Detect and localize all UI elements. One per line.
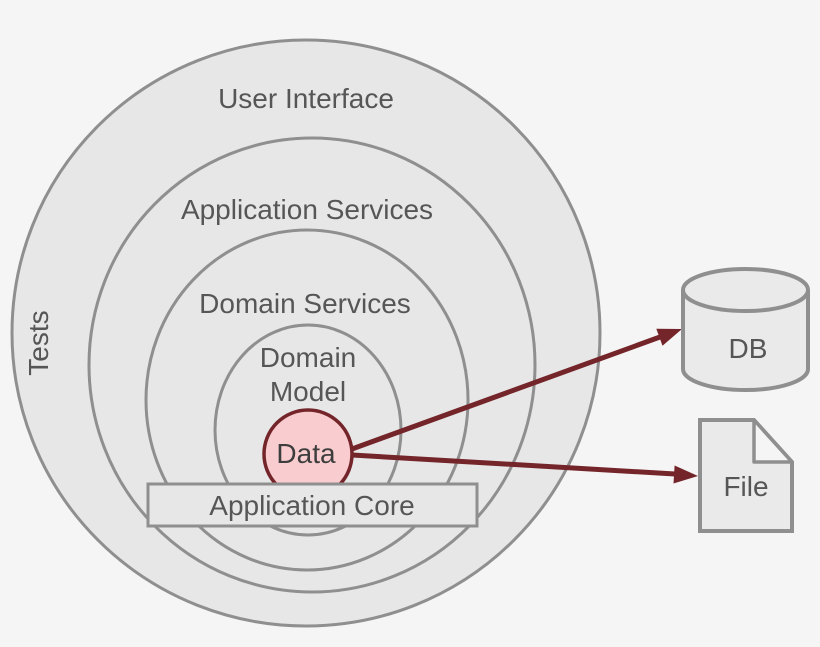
arrow-data-to-file bbox=[351, 452, 698, 484]
application-services-label: Application Services bbox=[181, 194, 433, 225]
arrow-data-to-db-line bbox=[351, 334, 661, 452]
domain-services-label: Domain Services bbox=[199, 288, 411, 319]
file-label: File bbox=[723, 471, 768, 502]
arrow-data-to-db-head bbox=[656, 328, 682, 346]
db-label: DB bbox=[729, 333, 768, 364]
arrow-data-to-db bbox=[351, 328, 682, 452]
tests-label: Tests bbox=[23, 310, 54, 375]
database-cylinder-icon: DB bbox=[681, 267, 810, 392]
application-core-box bbox=[146, 482, 479, 528]
arrow-data-to-file-head bbox=[673, 465, 698, 484]
database-cylinder-top bbox=[681, 267, 810, 313]
user-interface-label: User Interface bbox=[218, 83, 394, 114]
database-cylinder-body bbox=[681, 290, 810, 392]
domain-model-label-line2: Model bbox=[270, 376, 346, 407]
domain-model-label-line1: Domain bbox=[260, 342, 356, 373]
arrow-data-to-file-line bbox=[351, 452, 676, 477]
application-core-label: Application Core bbox=[209, 490, 414, 521]
document-file-fold-corner bbox=[752, 418, 794, 464]
data-label: Data bbox=[276, 438, 336, 469]
document-file-icon: File bbox=[698, 418, 794, 533]
